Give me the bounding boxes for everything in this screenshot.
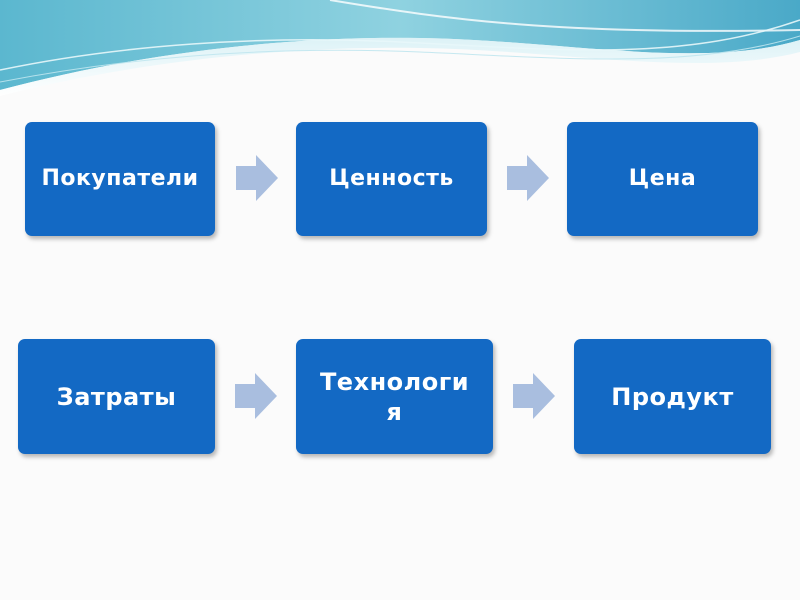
box-value: Ценность <box>296 122 487 236</box>
box-value-label: Ценность <box>329 166 454 191</box>
box-product: Продукт <box>574 339 771 454</box>
box-price-label: Цена <box>628 166 697 191</box>
box-buyers: Покупатели <box>25 122 215 236</box>
box-costs-label: Затраты <box>56 382 177 411</box>
header-wave-decoration <box>0 0 800 96</box>
arrow-right-icon <box>235 373 277 419</box>
box-product-label: Продукт <box>611 382 734 411</box>
arrow-right-icon <box>513 373 555 419</box>
box-technology-label: Технология <box>319 367 470 426</box>
box-technology: Технология <box>296 339 493 454</box>
arrow-right-icon <box>236 155 278 201</box>
box-price: Цена <box>567 122 758 236</box>
box-costs: Затраты <box>18 339 215 454</box>
arrow-right-icon <box>507 155 549 201</box>
box-buyers-label: Покупатели <box>41 166 199 191</box>
